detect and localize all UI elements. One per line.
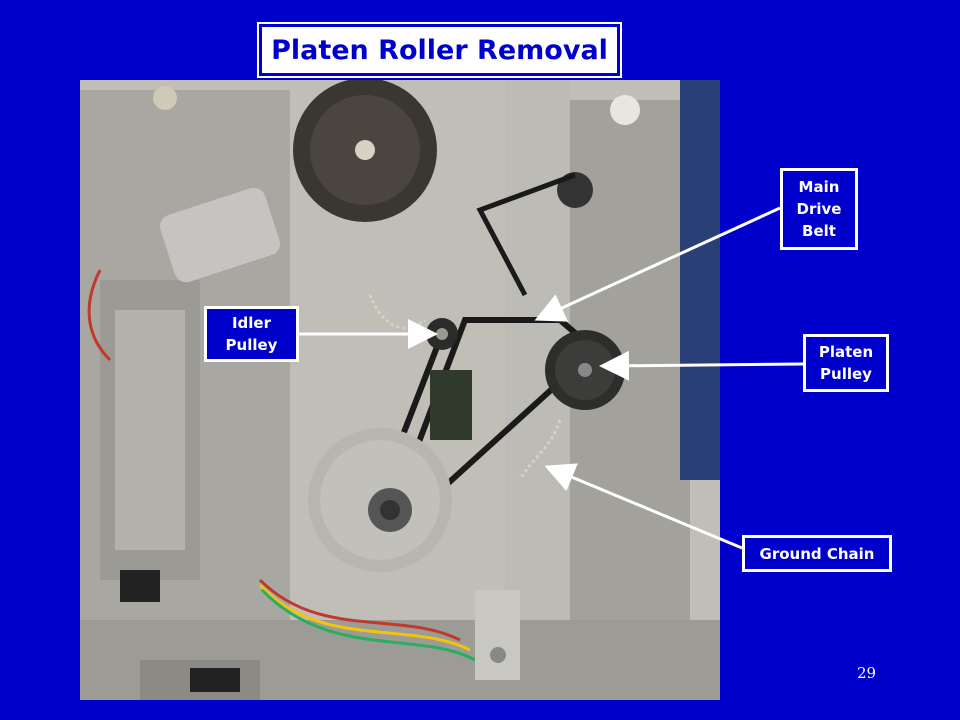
callout-idler-pulley: Idler Pulley (204, 306, 299, 362)
callout-platen-pulley: Platen Pulley (803, 334, 889, 392)
slide-title: Platen Roller Removal (257, 22, 622, 78)
callout-main-drive-belt: Main Drive Belt (780, 168, 858, 250)
page-number: 29 (857, 664, 877, 682)
mechanism-illustration (80, 80, 720, 700)
callout-ground-chain: Ground Chain (742, 535, 892, 572)
printer-mechanism-photo (80, 80, 720, 700)
